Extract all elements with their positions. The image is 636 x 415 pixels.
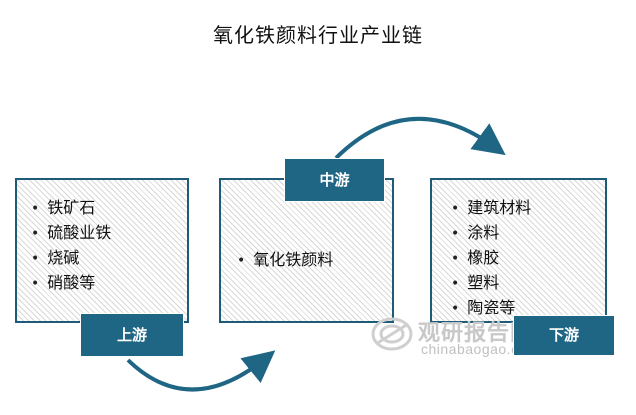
bullet-icon: • xyxy=(237,253,246,269)
bullet-icon: • xyxy=(31,251,40,267)
bullet-icon: • xyxy=(451,251,460,267)
list-item: •建筑材料 xyxy=(451,198,532,217)
midstream-label: 中游 xyxy=(284,158,385,202)
upstream-label: 上游 xyxy=(80,313,184,357)
bullet-icon: • xyxy=(451,276,460,292)
upstream-panel: •铁矿石 •硫酸业铁 •烧碱 •硝酸等 xyxy=(15,178,189,323)
list-item: •塑料 xyxy=(451,273,500,292)
list-item: •陶瓷等 xyxy=(451,298,516,317)
downstream-label: 下游 xyxy=(513,315,615,356)
page-title: 氧化铁颜料行业产业链 xyxy=(213,23,423,47)
arrow-upstream-to-midstream xyxy=(126,350,276,392)
list-item: •烧碱 xyxy=(31,248,80,267)
bullet-icon: • xyxy=(451,301,460,317)
list-item: •橡胶 xyxy=(451,248,500,267)
bullet-icon: • xyxy=(31,201,40,217)
downstream-list: •建筑材料 •涂料 •橡胶 •塑料 •陶瓷等 xyxy=(451,196,531,321)
downstream-panel: •建筑材料 •涂料 •橡胶 •塑料 •陶瓷等 xyxy=(430,178,607,323)
list-item: •硝酸等 xyxy=(31,273,96,292)
list-item: •硫酸业铁 xyxy=(31,223,112,242)
arrow-midstream-to-downstream xyxy=(334,116,506,160)
list-item: •氧化铁颜料 xyxy=(237,250,334,269)
list-item: •铁矿石 xyxy=(31,198,96,217)
list-item: •涂料 xyxy=(451,223,500,242)
watermark-url: chinabaogao.com xyxy=(421,341,540,357)
midstream-list: •氧化铁颜料 xyxy=(237,248,333,273)
bullet-icon: • xyxy=(451,226,460,242)
watermark-logo-icon xyxy=(371,317,413,351)
bullet-icon: • xyxy=(31,276,40,292)
upstream-list: •铁矿石 •硫酸业铁 •烧碱 •硝酸等 xyxy=(31,196,111,296)
bullet-icon: • xyxy=(451,201,460,217)
bullet-icon: • xyxy=(31,226,40,242)
